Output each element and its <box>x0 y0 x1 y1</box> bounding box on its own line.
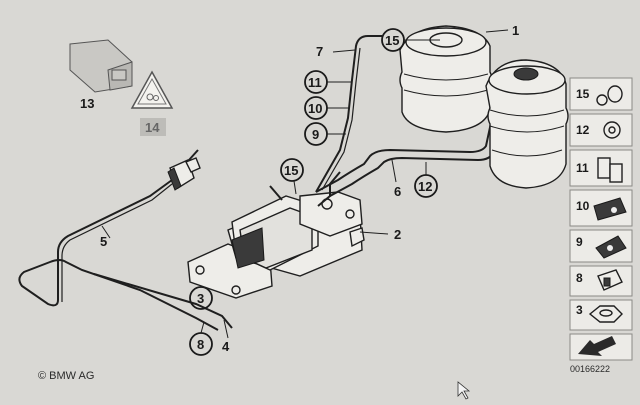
callout-11: 11 <box>308 75 322 90</box>
navigate-arrow-icon[interactable] <box>578 336 616 356</box>
callout-13: 13 <box>80 96 94 111</box>
pipe-12 <box>329 121 501 197</box>
air-spring-part-2[interactable] <box>485 59 569 189</box>
copyright-text: © BMW AG <box>38 370 95 382</box>
callout-3: 3 <box>197 291 204 306</box>
sidebar-item-label: 15 <box>576 87 590 101</box>
pipe-5 <box>18 179 219 331</box>
callout-6: 6 <box>394 184 401 199</box>
air-spring-part-1[interactable] <box>399 25 493 133</box>
callout-2: 2 <box>394 227 401 242</box>
sidebar-item-12[interactable] <box>569 113 633 147</box>
callout-5: 5 <box>100 234 107 249</box>
compressor-unit-part[interactable] <box>187 171 365 299</box>
sidebar-item-label: 9 <box>576 235 583 249</box>
pipe-7 <box>315 35 382 193</box>
callout-4: 4 <box>222 339 230 354</box>
pipe-4 <box>93 273 233 329</box>
callout-14: 14 <box>145 120 160 135</box>
sidebar-item-label: 10 <box>576 199 590 213</box>
label-14-highlight <box>140 118 166 136</box>
callout-12: 12 <box>418 179 432 194</box>
callout-15a: 15 <box>385 33 399 48</box>
callout-7: 7 <box>316 44 323 59</box>
diagram-id: 00166222 <box>570 364 611 374</box>
pipe-6 <box>315 117 493 193</box>
callout-15b: 15 <box>284 163 298 178</box>
callout-15b-circle[interactable] <box>280 158 304 182</box>
callout-9: 9 <box>312 127 319 142</box>
parts-sidebar: 15 12 11 10 9 8 3 <box>569 77 633 361</box>
sidebar-item-label: 12 <box>576 123 590 137</box>
sidebar-item-label: 3 <box>576 303 583 317</box>
sidebar-item-label: 11 <box>576 161 589 175</box>
callout-3-circle[interactable] <box>189 286 213 310</box>
control-unit-part[interactable] <box>69 39 133 93</box>
callout-8: 8 <box>197 337 204 352</box>
air-filter-part[interactable] <box>167 149 201 191</box>
warning-label-icon[interactable] <box>130 70 174 109</box>
callout-1: 1 <box>512 23 519 38</box>
callout-10: 10 <box>308 101 322 116</box>
sidebar-item-label: 8 <box>576 271 583 285</box>
mouse-cursor-icon <box>457 381 471 400</box>
